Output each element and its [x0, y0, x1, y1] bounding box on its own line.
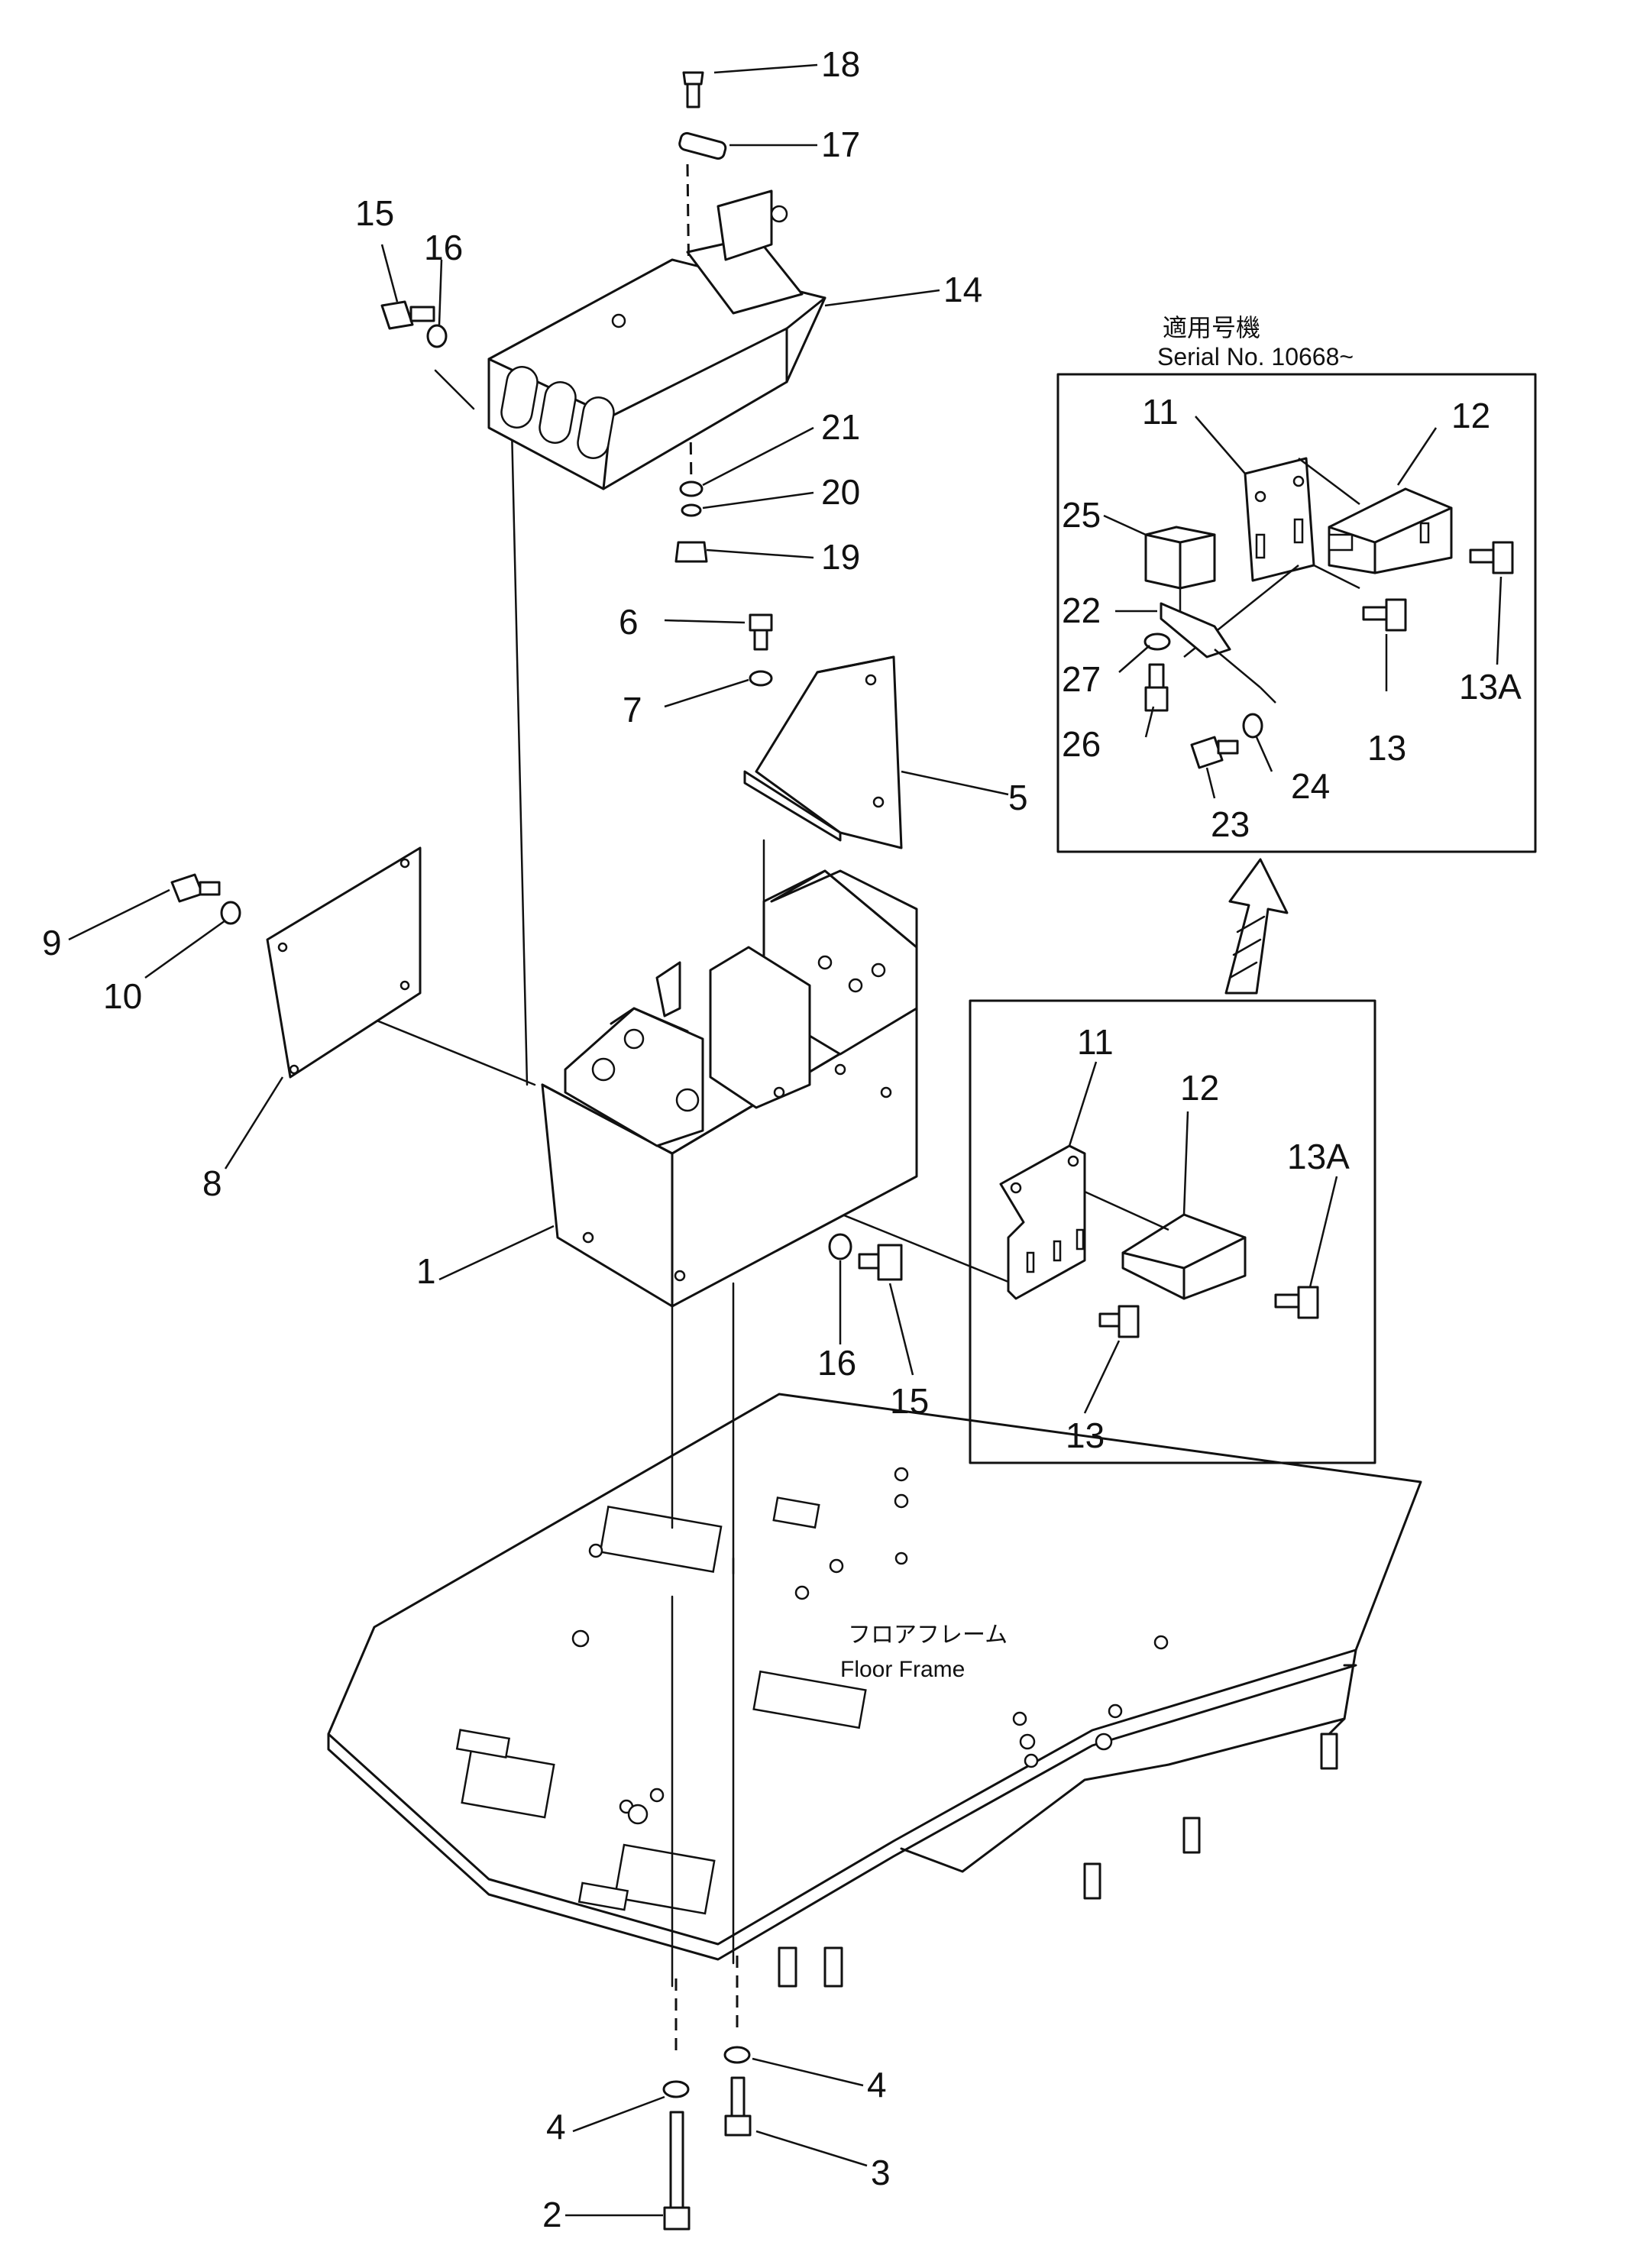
arrow-icon: [1224, 858, 1289, 995]
serial-en-label: Serial No. 10668~: [1157, 343, 1354, 370]
label-8: 8: [202, 1163, 222, 1203]
label-9: 9: [42, 923, 62, 963]
label-7: 7: [623, 690, 642, 730]
label-13-lower: 13: [1066, 1415, 1105, 1455]
serial-jp-label: 適用号機: [1163, 314, 1260, 341]
label-15-top: 15: [355, 193, 394, 233]
label-27: 27: [1062, 659, 1101, 699]
label-10: 10: [103, 976, 142, 1016]
label-25: 25: [1062, 495, 1101, 535]
label-12-serial: 12: [1451, 396, 1490, 435]
label-14: 14: [943, 270, 982, 309]
label-18: 18: [821, 44, 860, 84]
label-4-right: 4: [867, 2065, 887, 2105]
label-22: 22: [1062, 590, 1101, 630]
label-12-lower: 12: [1180, 1068, 1219, 1108]
label-13A-serial: 13A: [1459, 667, 1522, 707]
label-11-lower: 11: [1077, 1022, 1114, 1062]
part-labels: 18 17 15 16 14 21 20 19 6 7 5 9 10 8 1 1…: [42, 44, 1522, 2234]
label-3: 3: [871, 2153, 891, 2192]
part-14-console-cover: [487, 189, 826, 490]
label-16-bottom: 16: [817, 1343, 856, 1383]
label-4-left: 4: [546, 2107, 566, 2147]
floor-frame: フロアフレーム Floor Frame: [327, 1393, 1422, 1988]
label-26: 26: [1062, 724, 1101, 764]
label-20: 20: [821, 472, 860, 512]
label-11-serial: 11: [1142, 392, 1179, 432]
part-8-cover-plate: [266, 846, 422, 1079]
label-6: 6: [619, 602, 639, 642]
label-1: 1: [416, 1251, 436, 1291]
serial-inset: 適用号機 Serial No. 10668~: [1056, 314, 1537, 853]
lower-inset: [969, 999, 1376, 1464]
part-1-control-box: [541, 869, 918, 1308]
fasteners: [170, 71, 903, 2231]
floor-frame-jp-label: フロアフレーム: [848, 1623, 1008, 1648]
label-16-top: 16: [424, 228, 463, 267]
part-5-plate: [743, 655, 903, 849]
label-24: 24: [1291, 766, 1330, 806]
label-13-serial: 13: [1367, 728, 1406, 768]
label-13A-lower: 13A: [1287, 1137, 1350, 1176]
label-21: 21: [821, 407, 860, 447]
label-2: 2: [542, 2195, 562, 2234]
label-19: 19: [821, 537, 860, 577]
label-23: 23: [1211, 804, 1250, 844]
leader-lines: [68, 63, 1009, 2217]
label-15-bottom: 15: [890, 1381, 929, 1421]
label-5: 5: [1008, 778, 1028, 817]
floor-frame-en-label: Floor Frame: [840, 1657, 965, 1682]
label-17: 17: [821, 125, 860, 164]
